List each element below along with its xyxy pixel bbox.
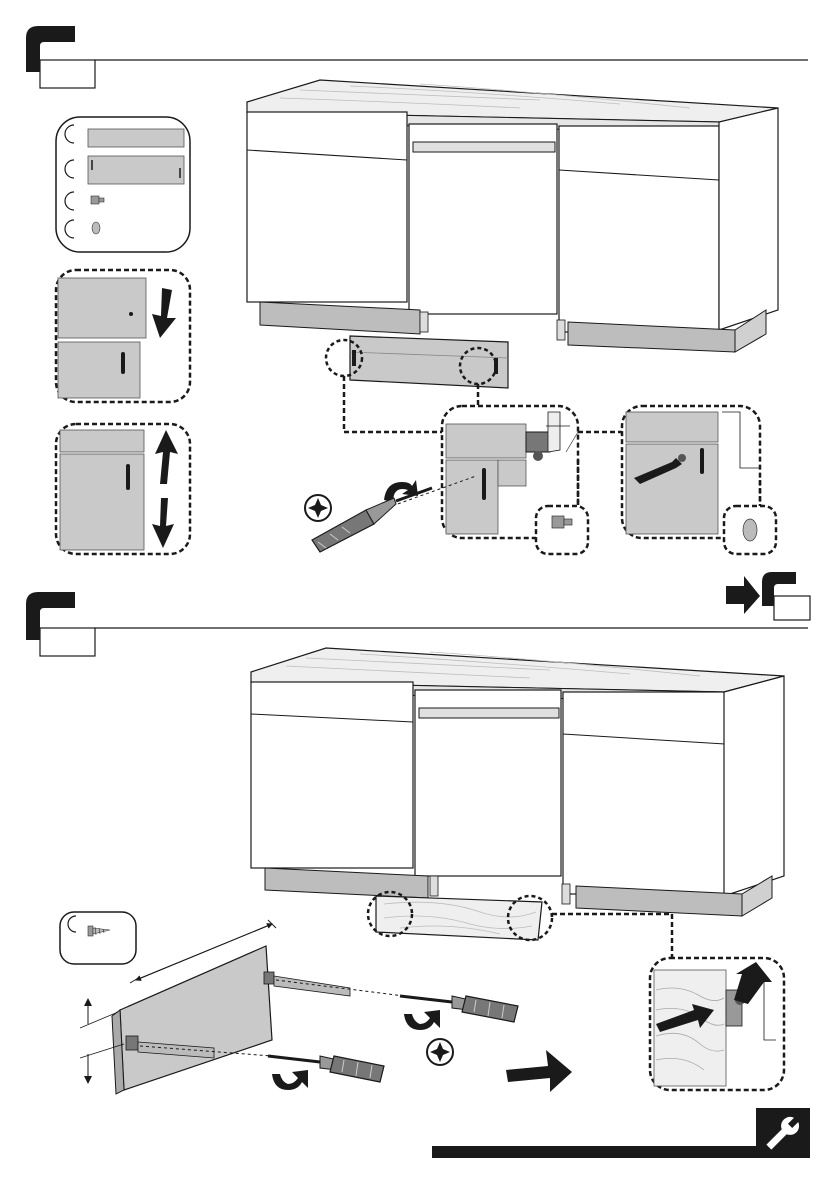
left-cabinet-door [247, 112, 407, 302]
dishwasher-handle [419, 708, 559, 718]
rotate-arrow-icon [272, 1070, 308, 1090]
phillips-cross-icon [427, 1039, 453, 1065]
step-2-header [26, 592, 808, 656]
right-cabinet-door [559, 126, 719, 332]
plinth-panel-short [88, 129, 184, 147]
phillips-cross-icon [305, 495, 331, 521]
plinth-board [120, 946, 272, 1090]
footer-bar [432, 1146, 810, 1158]
step-1-header [26, 26, 808, 88]
left-plinth [265, 868, 428, 898]
phillips-screwdriver-icon [400, 996, 518, 1022]
next-step-indicator [726, 572, 810, 620]
step-2-cabinet [251, 648, 784, 958]
step-marker-icon [26, 26, 75, 72]
left-plinth [260, 302, 420, 334]
footer [432, 1108, 810, 1158]
plug-parts-inset [724, 506, 776, 554]
step-marker-icon [26, 592, 75, 640]
step-marker-icon [762, 572, 796, 606]
bracket-push-inset [650, 958, 784, 1090]
step-2-parts-box [60, 912, 136, 964]
clip-plug-icon [92, 222, 100, 234]
dishwasher-plinth-panel [350, 336, 508, 388]
right-cabinet-door [563, 692, 725, 894]
rotate-arrow-icon [404, 1010, 440, 1030]
slide-down-inset [56, 270, 190, 402]
clip-plug-icon [743, 519, 757, 541]
left-cabinet-door [251, 682, 413, 868]
next-step-arrow-icon [726, 576, 760, 614]
adjust-up-down-inset [56, 424, 190, 554]
plinth-panel-tall [88, 156, 184, 184]
step-1-parts-box [56, 117, 190, 252]
phillips-screwdriver-icon [268, 1056, 384, 1082]
screw-parts-inset [536, 506, 588, 554]
step-1-cabinet [247, 80, 778, 432]
dishwasher-handle [413, 142, 555, 152]
push-direction-arrow-icon [506, 1050, 572, 1092]
